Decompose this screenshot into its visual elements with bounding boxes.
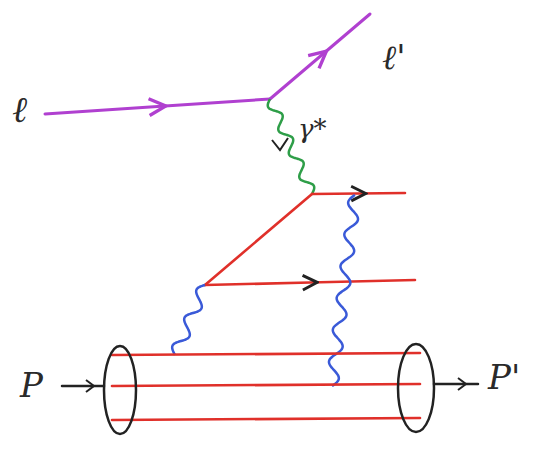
outgoing-lepton (270, 14, 370, 99)
lepton-label: ℓ (12, 92, 27, 128)
proton-in (62, 385, 104, 388)
outgoing-quark (312, 193, 405, 194)
gluon (329, 195, 358, 386)
proton-arrow (458, 378, 466, 390)
outgoing-quark (205, 280, 415, 285)
proton-out (434, 383, 478, 386)
valence-quark (112, 384, 420, 386)
virtual-photon (268, 99, 314, 194)
proton-label: P (20, 368, 43, 402)
proton-arrow (86, 380, 94, 392)
valence-quark (112, 353, 420, 355)
incoming-lepton (45, 99, 270, 114)
valence-quark (112, 418, 420, 420)
proton-blob (104, 346, 136, 434)
internal-quark (205, 194, 312, 285)
proton-blob (398, 344, 434, 432)
gluon (172, 285, 205, 355)
photon-label: γ* (298, 116, 327, 142)
lepton-label: ℓ' (382, 40, 406, 74)
photon-arrow (272, 138, 288, 150)
proton-label: P' (488, 360, 520, 394)
